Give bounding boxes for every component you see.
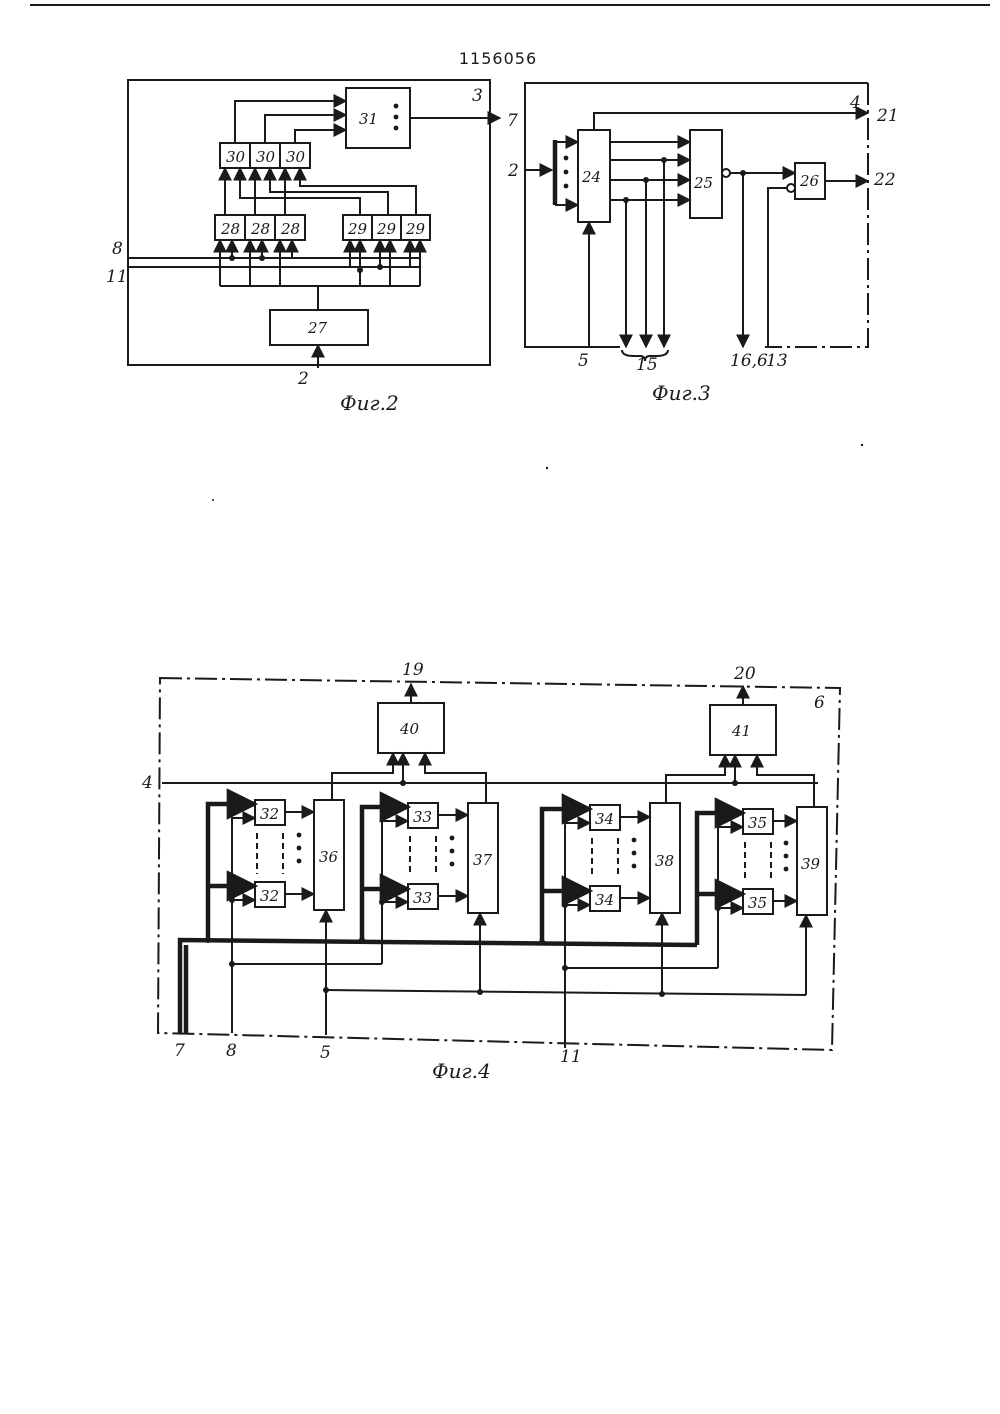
fig3-input-15: 15 — [636, 355, 658, 375]
fig2-block-29-b-label: 29 — [376, 220, 397, 238]
fig4-block-32-b-label: 32 — [260, 887, 279, 905]
fig3-output-4: 4 — [849, 93, 861, 113]
fig2-input-2: 2 — [297, 369, 309, 389]
fig2-block-30-a-label: 30 — [226, 148, 246, 166]
fig2-block-28-b-label: 28 — [250, 220, 270, 238]
figure-4: 6 40 19 41 20 4 32 32 36 — [141, 660, 840, 1083]
fig2-block-28-c-label: 28 — [280, 220, 300, 238]
fig2-block-31-label: 31 — [359, 110, 378, 128]
fig4-block-34-b-label: 34 — [595, 891, 614, 909]
fig4-output-19: 19 — [402, 660, 424, 680]
fig4-block-39-label: 39 — [801, 855, 821, 873]
fig4-input-4: 4 — [141, 773, 153, 793]
fig4-block-36-label: 36 — [319, 848, 339, 866]
fig2-frame-label: 3 — [472, 86, 483, 106]
fig4-block-35-b-label: 35 — [748, 894, 767, 912]
fig4-output-20: 20 — [733, 664, 756, 684]
fig3-output-22: 22 — [873, 170, 896, 190]
fig2-block-29-c-label: 29 — [405, 220, 426, 238]
fig3-caption: Фиг.3 — [652, 381, 711, 405]
fig2-block-29-a-label: 29 — [347, 220, 368, 238]
fig4-block-41-label: 41 — [731, 722, 751, 740]
fig4-frame-label: 6 — [814, 693, 825, 713]
fig2-caption: Фиг.2 — [340, 391, 399, 415]
fig4-block-37-label: 37 — [473, 851, 493, 869]
fig4-input-8: 8 — [226, 1041, 237, 1061]
fig4-input-7: 7 — [174, 1041, 185, 1061]
fig4-block-32-a-label: 32 — [260, 805, 279, 823]
fig2-block-28-a-label: 28 — [220, 220, 240, 238]
figure-2: 3 31 7 30 30 30 28 28 28 29 29 29 — [106, 80, 518, 415]
fig2-output-7: 7 — [507, 111, 518, 131]
fig3-input-5: 5 — [578, 351, 589, 371]
fig2-input-11: 11 — [106, 267, 128, 287]
fig3-block-24-label: 24 — [581, 168, 601, 186]
fig2-block-30-c-label: 30 — [286, 148, 306, 166]
fig4-block-34-a-label: 34 — [595, 810, 614, 828]
fig4-block-38-label: 38 — [655, 852, 674, 870]
fig2-block-30-b-label: 30 — [256, 148, 276, 166]
figure-3: 24 2 4 21 25 5 15 — [507, 83, 899, 405]
fig4-input-5: 5 — [320, 1043, 331, 1063]
fig4-block-40-label: 40 — [399, 720, 420, 738]
fig3-input-16-6: 16,6 — [730, 351, 768, 371]
fig4-caption: Фиг.4 — [432, 1059, 491, 1083]
fig3-output-21: 21 — [876, 106, 899, 126]
fig3-input-13: 13 — [766, 351, 788, 371]
fig2-input-8: 8 — [112, 239, 123, 259]
fig2-block-27-label: 27 — [307, 319, 328, 337]
fig3-block-25-label: 25 — [693, 174, 713, 192]
fig4-input-11: 11 — [560, 1047, 582, 1067]
fig3-input-2: 2 — [507, 161, 519, 181]
patent-number: 1156056 — [459, 49, 537, 68]
fig4-block-33-b-label: 33 — [413, 889, 432, 907]
fig3-block-26-label: 26 — [799, 172, 820, 190]
fig4-block-33-a-label: 33 — [413, 808, 432, 826]
fig4-block-35-a-label: 35 — [748, 814, 767, 832]
